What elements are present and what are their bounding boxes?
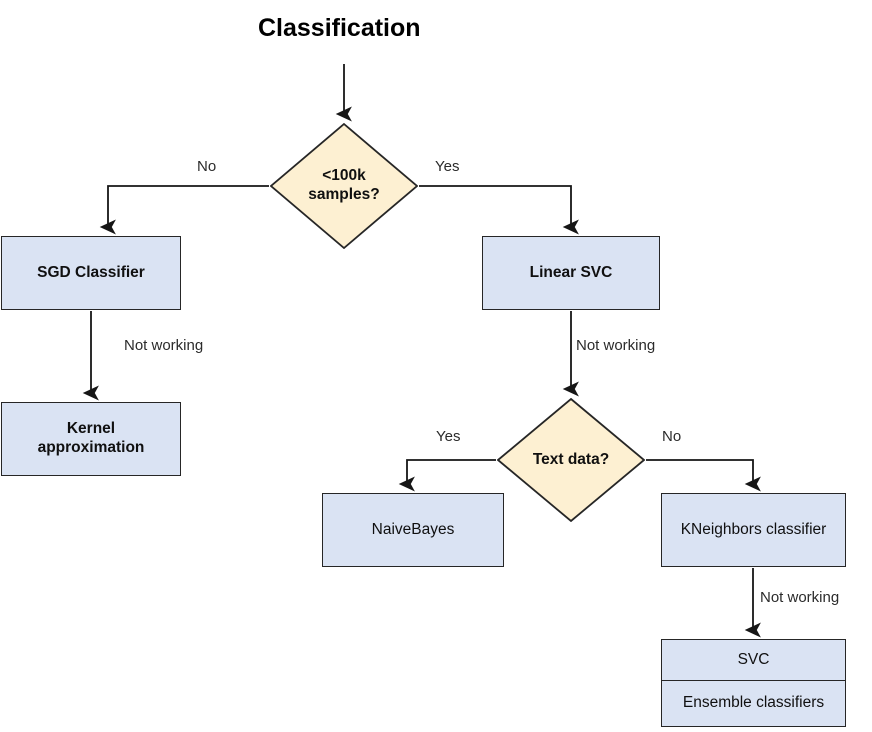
node-sgd-classifier-label: SGD Classifier (37, 263, 145, 281)
node-naivebayes-label: NaiveBayes (371, 520, 455, 538)
page-title: Classification (258, 14, 421, 42)
node-ensemble-classifiers-label: Ensemble classifiers (682, 694, 825, 712)
edge-label-not-working-kneighbors: Not working (760, 589, 840, 606)
node-kneighbors-classifier[interactable]: KNeighbors classifier (661, 493, 846, 567)
node-svc[interactable]: SVC (661, 639, 846, 681)
decision-100k-samples-shape (270, 123, 418, 249)
node-kneighbors-classifier-label: KNeighbors classifier (680, 520, 827, 538)
edge-label-not-working-linearsvc: Not working (576, 337, 656, 354)
node-ensemble-classifiers[interactable]: Ensemble classifiers (661, 681, 846, 727)
decision-text-data[interactable]: Text data? (497, 398, 645, 522)
edge-label-not-working-sgd: Not working (124, 337, 204, 354)
edge-label-no-text: No (662, 428, 682, 445)
edge-decision-to-sgd (99, 185, 269, 235)
edge-textdata-to-naivebayes (398, 459, 496, 492)
node-naivebayes[interactable]: NaiveBayes (322, 493, 504, 567)
edge-decision-to-linearsvc (419, 185, 579, 235)
node-linear-svc[interactable]: Linear SVC (482, 236, 660, 310)
edge-label-yes-text: Yes (436, 428, 461, 445)
edge-textdata-to-kneighbors (646, 459, 761, 492)
edge-label-no-samples: No (197, 158, 217, 175)
decision-text-data-shape (497, 398, 645, 522)
node-linear-svc-label: Linear SVC (529, 263, 613, 281)
node-svc-label: SVC (737, 650, 770, 668)
node-sgd-classifier[interactable]: SGD Classifier (1, 236, 181, 310)
edge-label-yes-samples: Yes (435, 158, 460, 175)
